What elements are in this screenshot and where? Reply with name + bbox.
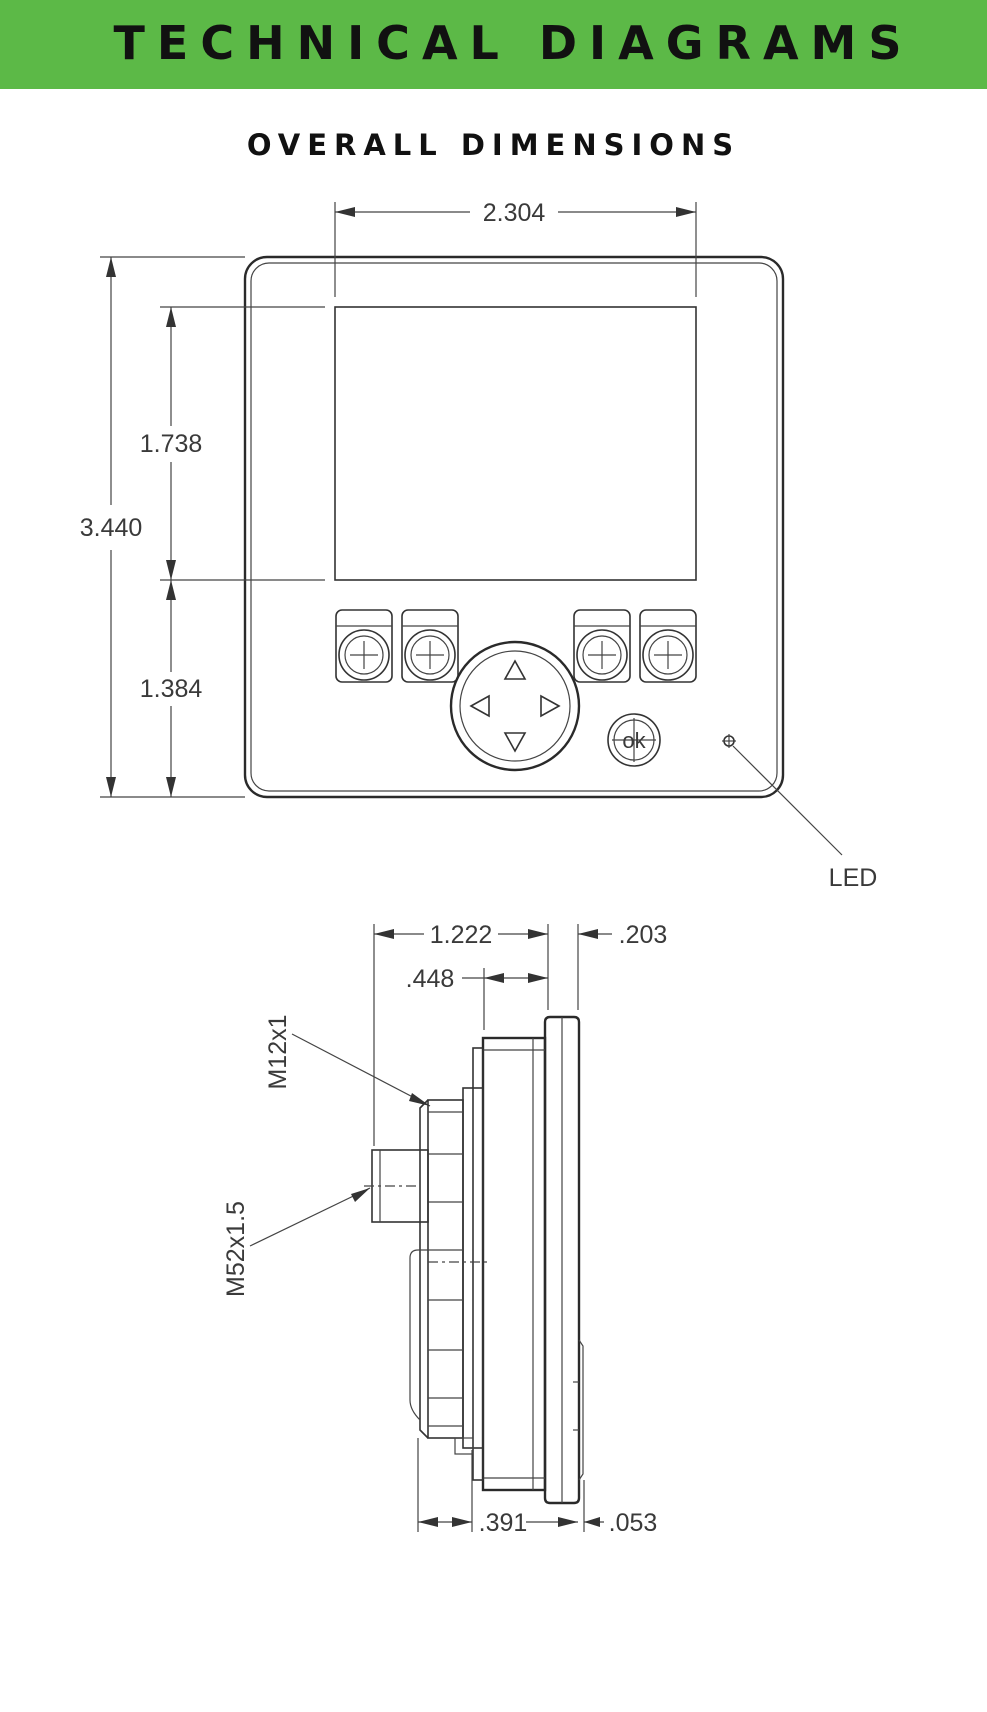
soft-key-3	[573, 609, 631, 683]
dimension-lower-height: 1.384	[140, 580, 203, 797]
housing-inner-outline	[250, 262, 778, 792]
arrow-left-icon	[469, 694, 490, 718]
width-label: 2.304	[483, 199, 546, 227]
led-label: LED	[829, 864, 878, 892]
dimension-face: .203	[577, 921, 668, 1010]
dimension-depth: 1.222	[373, 921, 549, 1146]
soft-key-1	[335, 609, 393, 683]
main-body	[481, 1036, 547, 1492]
housing-outline	[243, 255, 785, 799]
arrow-down-icon	[503, 732, 527, 753]
m52-leader	[249, 1187, 371, 1247]
dimension-screen-height: 1.738	[140, 306, 325, 581]
dimension-width: 2.304	[334, 199, 697, 297]
depth-label: 1.222	[430, 921, 493, 949]
face-label: .203	[619, 921, 668, 949]
soft-key-4	[639, 609, 697, 683]
m12-leader	[291, 1033, 431, 1107]
section-subtitle: OVERALL DIMENSIONS	[246, 128, 741, 162]
threaded-section	[427, 1099, 464, 1439]
header-banner: TECHNICAL DIAGRAMS	[0, 0, 987, 89]
led-leader	[732, 745, 843, 856]
arrow-right-icon	[540, 694, 561, 718]
led-indicator: LED	[722, 734, 877, 892]
lip-label: .053	[609, 1509, 658, 1537]
page-title: TECHNICAL DIAGRAMS	[113, 16, 914, 70]
dimension-height: 3.440	[80, 256, 245, 798]
navigation-pad	[449, 640, 581, 772]
height-label: 3.440	[80, 514, 143, 542]
dimension-nut: .391	[417, 1438, 578, 1537]
thread-label: M52x1.5	[222, 1201, 250, 1297]
dimension-lip: .053	[583, 1480, 658, 1537]
dimension-body: .448	[406, 965, 548, 1030]
soft-key-2	[401, 609, 459, 683]
body-label: .448	[406, 965, 455, 993]
front-view: ok LED 2.304 3.440	[80, 199, 878, 892]
side-view: M12x1 M52x1.5 1.222 .203 .44	[222, 921, 667, 1537]
screen-height-label: 1.738	[140, 430, 203, 458]
connector-label: M12x1	[264, 1014, 292, 1089]
arrow-up-icon	[503, 659, 527, 680]
nut-label: .391	[479, 1509, 528, 1537]
display-screen	[334, 306, 697, 581]
lower-height-label: 1.384	[140, 675, 203, 703]
face-plate	[543, 1015, 581, 1505]
ok-label: ok	[622, 728, 646, 753]
ok-button: ok	[607, 713, 661, 767]
